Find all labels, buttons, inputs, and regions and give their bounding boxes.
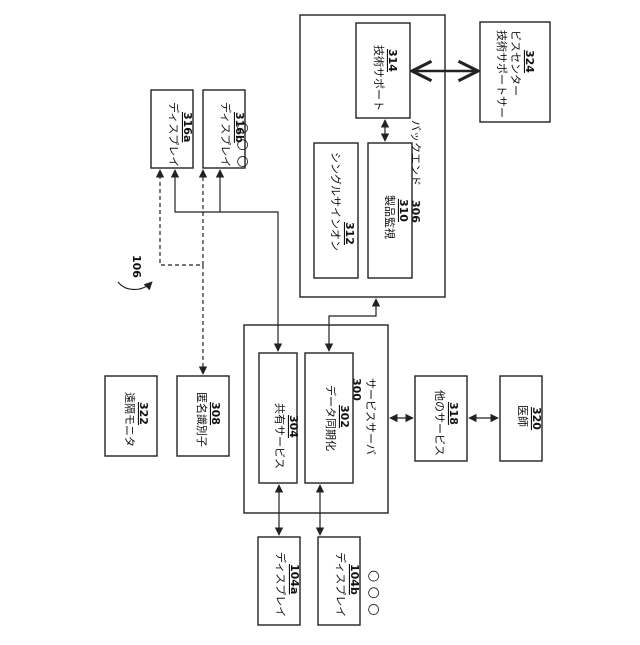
connector-shared-316a	[175, 170, 278, 351]
sso-num: 312	[343, 222, 356, 245]
other-service-num: 318	[447, 402, 460, 425]
connector-anon-316a	[160, 170, 203, 374]
shared-service-label: 共有サービス	[273, 403, 287, 469]
box-display-104b: ディスプレイ 104b	[318, 537, 361, 625]
display-316a-num: 316a	[181, 112, 194, 142]
box-sso: シングルサインオン 312	[314, 143, 358, 278]
anon-id-num: 308	[209, 402, 222, 425]
box-doctor: 医師 320	[500, 376, 543, 461]
service-server-label: サービスサーバ	[364, 378, 377, 455]
remote-monitor-num: 322	[137, 402, 150, 425]
product-monitor-label: 製品監視	[383, 195, 397, 239]
ellipsis-316: ○ ○ ○	[235, 122, 251, 168]
display-316b-label: ディスプレイ	[219, 102, 233, 167]
box-remote-monitor: 遠隔モニタ 322	[105, 376, 157, 456]
sso-label: シングルサインオン	[329, 152, 343, 251]
ellipsis-104: ○ ○ ○	[366, 570, 382, 616]
doctor-label: 医師	[516, 405, 529, 427]
display-104b-num: 104b	[348, 564, 361, 595]
display-104a-num: 104a	[288, 564, 301, 594]
figure-ref: 106	[130, 255, 143, 278]
other-service-label: 他のサービス	[433, 390, 446, 456]
product-monitor-num: 310	[397, 199, 410, 222]
anon-id-label: 匿名識別子	[195, 392, 209, 447]
box-data-sync: データ同期化 302	[305, 353, 353, 483]
box-shared-service: 共有サービス 304	[259, 353, 300, 483]
shared-service-num: 304	[287, 415, 300, 438]
tech-center-num: 324	[523, 50, 536, 73]
tech-support-num: 314	[386, 49, 399, 72]
box-display-104a: ディスプレイ 104a	[258, 537, 301, 625]
doctor-num: 320	[530, 407, 543, 430]
box-tech-center: 技術サポートサー ビスセンター 324	[480, 22, 550, 122]
box-anon-id: 匿名識別子 308	[177, 376, 229, 456]
tech-center-label-2: ビスセンター	[509, 30, 522, 96]
display-104a-label: ディスプレイ	[274, 552, 288, 617]
box-other-service: 他のサービス 318	[415, 376, 467, 461]
tech-center-label-1: 技術サポートサー	[495, 30, 508, 118]
figure-ref-arrow	[118, 282, 152, 290]
tech-support-label: 技術サポート	[372, 45, 385, 111]
box-tech-support: 技術サポート 314	[356, 23, 410, 118]
data-sync-label: データ同期化	[324, 385, 338, 451]
display-104b-label: ディスプレイ	[334, 552, 348, 617]
display-316a-label: ディスプレイ	[167, 102, 181, 167]
box-product-monitor: 製品監視 310	[368, 143, 412, 278]
data-sync-num: 302	[338, 405, 351, 428]
remote-monitor-label: 遠隔モニタ	[123, 392, 136, 447]
box-display-316a: ディスプレイ 316a	[151, 90, 194, 168]
